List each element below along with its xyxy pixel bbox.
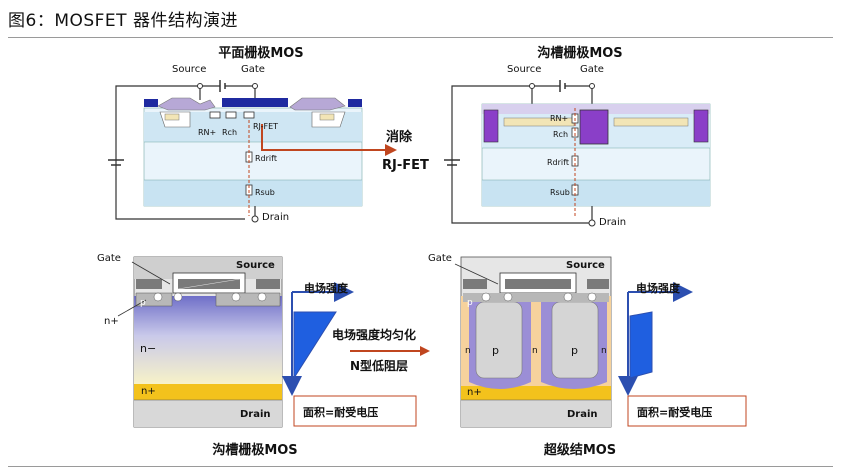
br-nplus-bottom-label: n+ [467,387,482,398]
eliminate-sublabel: RJ-FET [382,158,429,173]
trench-rsub-label: Rsub [550,188,570,197]
top-rule [8,37,833,38]
eliminate-label: 消除 [386,130,413,145]
trench-gate-label: Gate [580,64,604,75]
trench-rn-label: RN+ [550,114,569,123]
br-n-label-3: n [601,346,607,356]
figure-title: 图6：MOSFET 器件结构演进 [8,11,238,31]
bl-nminus-label: n− [140,342,157,355]
trench-title-top: 沟槽栅极MOS [537,46,623,61]
planar-gate-label: Gate [241,64,265,75]
planar-rch-label: Rch [222,128,238,137]
superjunction-cross-section [454,256,747,428]
br-field-label: 电场强度 [636,282,680,295]
planar-rsub-label: Rsub [255,188,275,197]
planar-drain-label: Drain [262,212,290,223]
br-area-label: 面积=耐受电压 [637,406,713,419]
planar-title: 平面栅极MOS [218,46,304,61]
bl-nplus-top-label: n+ [104,316,119,327]
br-p-left-label: p [492,344,499,357]
br-n-label-2: n [532,346,538,356]
planar-rn-label: RN+ [198,128,217,137]
bl-gate-label: Gate [97,253,121,264]
planar-mos-diagram [108,80,397,223]
planar-source-label: Source [172,64,207,75]
br-drain-label: Drain [567,409,598,420]
trench-title-bottom: 沟槽栅极MOS [212,443,298,458]
br-gate-label: Gate [428,253,452,264]
trench-mos-diagram-top [444,80,711,227]
bl-source-label: Source [236,260,275,271]
bl-field-label: 电场强度 [304,282,348,295]
trench-rch-label: Rch [553,130,569,139]
bl-p-label: p [140,298,146,308]
planar-rjfet-label: RJ-FET [253,122,279,131]
n-type-layer-label: N型低阻层 [350,359,409,373]
br-source-label: Source [566,260,605,271]
trench-mos-cross-section [117,256,417,428]
bottom-rule [8,466,833,467]
bl-area-label: 面积=耐受电压 [303,406,379,419]
br-n-label-1: n [465,346,471,356]
uniform-field-arrow [350,346,430,356]
trench-drain-label: Drain [599,217,627,228]
trench-source-label: Source [507,64,542,75]
bl-drain-label: Drain [240,409,271,420]
trench-rdrift-label: Rdrift [547,158,569,167]
bl-nplus-bottom-label: n+ [141,386,156,397]
br-p-right-label: p [571,344,578,357]
planar-rdrift-label: Rdrift [255,154,277,163]
uniform-field-label: 电场强度均匀化 [332,328,417,342]
br-p-small-label: p [467,298,473,308]
superjunction-title: 超级结MOS [543,443,617,458]
